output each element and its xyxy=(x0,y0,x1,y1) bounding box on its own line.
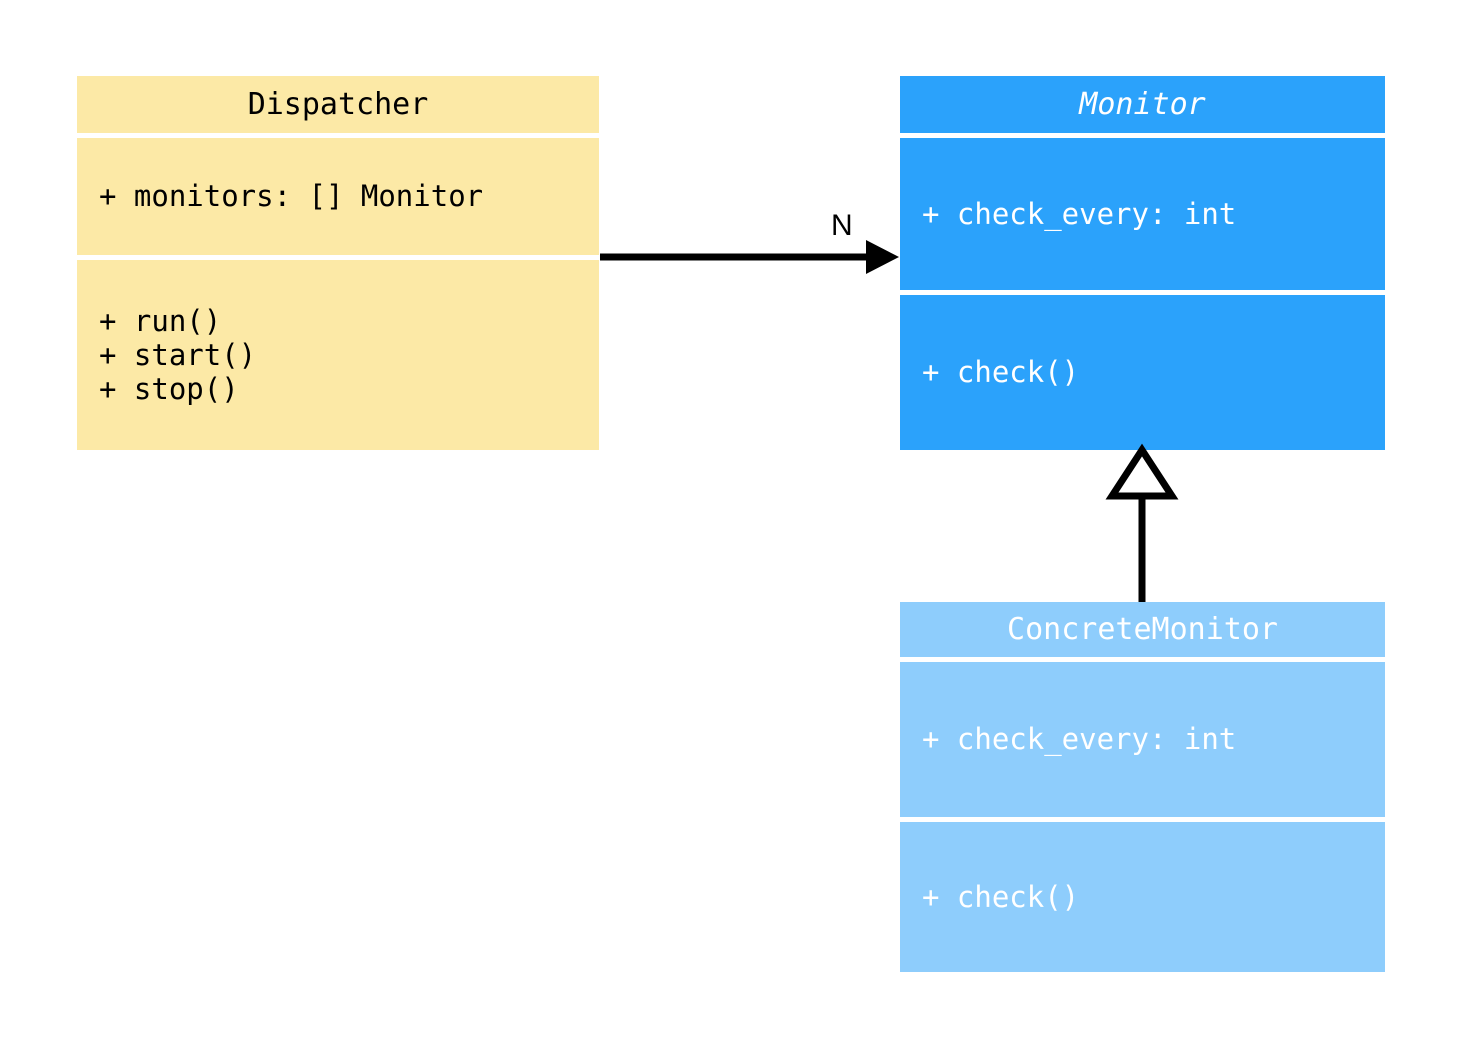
association-arrowhead-icon xyxy=(866,240,899,274)
monitor-methods-compartment: + check() xyxy=(900,295,1385,450)
uml-class-dispatcher[interactable]: Dispatcher + monitors: [] Monitor + run(… xyxy=(77,76,599,450)
dispatcher-title-compartment: Dispatcher xyxy=(77,76,599,133)
monitor-class-name: Monitor xyxy=(1079,87,1206,122)
monitor-attribute-check-every: + check_every: int xyxy=(922,196,1237,231)
concrete-monitor-methods-compartment: + check() xyxy=(900,822,1385,972)
dispatcher-method-run: + run() xyxy=(99,303,222,338)
concrete-monitor-class-name: ConcreteMonitor xyxy=(1007,612,1278,647)
dispatcher-attributes-compartment: + monitors: [] Monitor xyxy=(77,138,599,255)
dispatcher-class-name: Dispatcher xyxy=(247,87,429,122)
dispatcher-methods-compartment: + run() + start() + stop() xyxy=(77,260,599,450)
generalization-hollow-triangle-icon xyxy=(1105,443,1179,500)
concrete-monitor-attribute-check-every: + check_every: int xyxy=(922,722,1237,757)
concrete-monitor-method-check: + check() xyxy=(922,879,1080,914)
monitor-attributes-compartment: + check_every: int xyxy=(900,138,1385,290)
monitor-title-compartment: Monitor xyxy=(900,76,1385,133)
concrete-monitor-title-compartment: ConcreteMonitor xyxy=(900,602,1385,657)
generalization-concrete-monitor-to-monitor xyxy=(1105,443,1179,602)
dispatcher-method-stop: + stop() xyxy=(99,372,239,407)
concrete-monitor-attributes-compartment: + check_every: int xyxy=(900,662,1385,817)
dispatcher-method-start: + start() xyxy=(99,337,257,372)
association-dispatcher-to-monitor xyxy=(600,240,899,274)
monitor-method-check: + check() xyxy=(922,355,1080,390)
uml-class-monitor[interactable]: Monitor + check_every: int + check() xyxy=(900,76,1385,450)
dispatcher-attribute-monitors: + monitors: [] Monitor xyxy=(99,179,484,214)
uml-class-concrete-monitor[interactable]: ConcreteMonitor + check_every: int + che… xyxy=(900,602,1385,972)
association-multiplicity-label: N xyxy=(831,209,853,242)
